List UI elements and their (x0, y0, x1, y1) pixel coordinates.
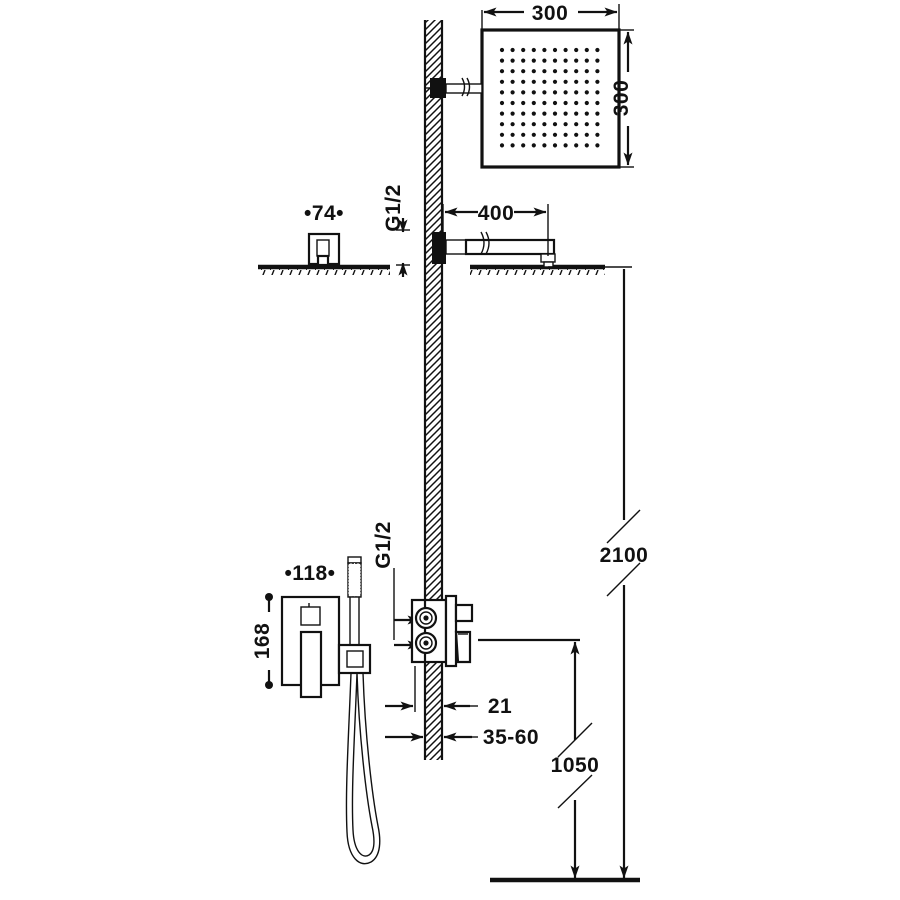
label-overhead-height: 300 (610, 80, 633, 117)
overhead-connection-arm (425, 77, 483, 98)
dimension-trim-height: 168 (251, 593, 274, 689)
hand-shower (347, 556, 362, 650)
label-thread-bottom: G1/2 (372, 521, 395, 569)
overhead-shower-head (480, 28, 621, 169)
label-height-mixer: 1050 (551, 754, 600, 777)
dimension-wall-recess: 35-60 (385, 726, 539, 749)
ceiling-line-right (470, 264, 605, 275)
label-trim-width: •118• (284, 562, 335, 585)
label-valve-depth: 21 (488, 695, 512, 718)
dimension-arm-projection: 400 (442, 202, 549, 256)
ceiling-line-left (258, 264, 390, 275)
mixer-trim-plate (280, 595, 341, 699)
wall-shower-arm (432, 231, 556, 268)
label-overhead-width: 300 (532, 2, 569, 25)
label-height-overhead: 2100 (600, 544, 649, 567)
ceiling-arm-detail: •74• (304, 202, 344, 267)
label-wall-recess: 35-60 (483, 726, 539, 749)
dimension-overhead-height: 300 (610, 29, 634, 168)
label-thread-top: G1/2 (382, 184, 405, 232)
shower-nozzle-dots (499, 47, 600, 148)
label-trim-height: 168 (251, 623, 274, 660)
concealed-mixer-valve (410, 594, 474, 668)
shower-hose (345, 672, 381, 865)
dimension-trim-width: •118• (284, 562, 335, 585)
hand-shower-wall-bracket (337, 643, 372, 675)
dimension-overhead-width: 300 (481, 2, 620, 34)
dimension-thread-top: G1/2 (382, 184, 410, 277)
dimension-valve-depth: 21 (385, 666, 512, 718)
dimension-height-mixer: 1050 (478, 638, 600, 879)
label-arm-projection: 400 (478, 202, 515, 225)
label-ceiling-arm: •74• (304, 202, 344, 225)
dimension-height-overhead: 2100 (490, 266, 649, 881)
